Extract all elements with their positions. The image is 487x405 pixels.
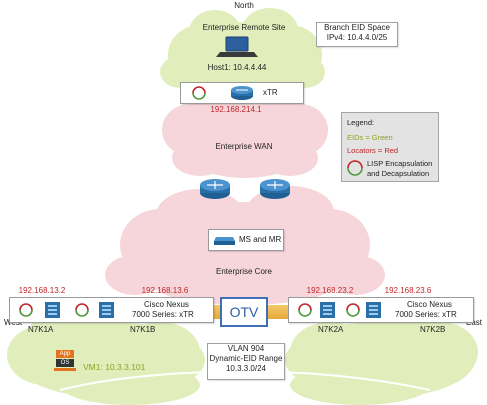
east-locator-ip-b: 192.168.23.6 [384, 286, 432, 295]
legend-lisp-line2: and Decapsulation [367, 169, 430, 178]
wan-router-right [260, 179, 290, 199]
vm-base [54, 368, 76, 371]
enterprise-wan-label: Enterprise WAN [215, 142, 273, 151]
remote-locator-ip: 192.168.214.1 [210, 105, 262, 114]
vm-os-layer: OS [56, 359, 74, 367]
vlan-callout: VLAN 904 Dynamic-EID Range 10.3.3.0/24 [207, 343, 285, 380]
ms-mr-box: MS and MR [208, 229, 284, 251]
wan-router-left [200, 179, 230, 199]
east-label: East [466, 318, 483, 327]
east-nexus-switch-b-icon [366, 302, 381, 318]
west-switch-b-label: N7K1B [130, 325, 156, 334]
east-switch-a-label: N7K2A [318, 325, 344, 334]
vlan-dynamic-eid: Dynamic-EID Range [209, 354, 283, 363]
vm-icon: App OS [54, 350, 76, 372]
laptop-icon [216, 36, 258, 57]
west-locator-ip-a: 192.168.13.2 [18, 286, 66, 295]
east-nexus-box: Cisco Nexus 7000 Series: xTR [288, 297, 474, 323]
remote-xtr-box: xTR [180, 82, 304, 104]
west-lisp-icon-b [75, 303, 89, 317]
east-nexus-switch-a-icon [320, 302, 335, 318]
legend-eids: EIDs = Green [347, 133, 393, 142]
enterprise-core-label: Enterprise Core [215, 267, 273, 276]
legend-box: Legend: EIDs = Green Locators = Red LISP… [341, 112, 439, 182]
west-dc-cloud [7, 308, 205, 405]
vm-app-layer: App [56, 350, 74, 358]
vlan-subnet: 10.3.3.0/24 [225, 364, 267, 373]
legend-title: Legend: [347, 118, 375, 127]
vm-label: VM1: 10.3.3.101 [83, 362, 146, 372]
east-switch-b-label: N7K2B [420, 325, 446, 334]
vlan-callout-leader-west [59, 371, 211, 391]
router-icon [231, 86, 253, 100]
vlan-callout-leader-east [279, 371, 431, 391]
branch-eid-callout: Branch EID Space IPv4: 10.4.4.0/25 [316, 22, 398, 47]
legend-locators: Locators = Red [347, 146, 399, 155]
east-nexus-line2: 7000 Series: xTR [395, 310, 457, 319]
legend-lisp-line1: LISP Encapsulation [367, 159, 433, 168]
west-nexus-box: Cisco Nexus 7000 Series: xTR [9, 297, 214, 323]
east-locator-ip-a: 192.168.23.2 [306, 286, 354, 295]
north-label: North [234, 1, 254, 10]
remote-xtr-label: xTR [263, 88, 278, 97]
otv-box: OTV [220, 297, 268, 327]
west-nexus-line1: Cisco Nexus [144, 300, 189, 309]
nexus-switch-a-icon [45, 302, 60, 318]
west-switch-a-label: N7K1A [28, 325, 54, 334]
ms-mr-label: MS and MR [239, 235, 282, 244]
switch-icon [214, 237, 235, 245]
legend-lisp-icon [347, 160, 363, 176]
vlan-id: VLAN 904 [227, 344, 265, 353]
branch-eid-title: Branch EID Space [324, 23, 390, 32]
host-label: Host1: 10.4.4.44 [207, 63, 267, 72]
east-lisp-icon [298, 303, 312, 317]
nexus-switch-b-icon [99, 302, 114, 318]
branch-eid-subnet: IPv4: 10.4.4.0/25 [326, 33, 388, 42]
west-nexus-line2: 7000 Series: xTR [132, 310, 194, 319]
west-lisp-icon [19, 303, 33, 317]
east-lisp-icon-b [346, 303, 360, 317]
lisp-encap-icon [192, 86, 206, 100]
west-locator-ip-b: 192.168.13.6 [141, 286, 189, 295]
remote-site-title: Enterprise Remote Site [202, 23, 286, 32]
east-nexus-line1: Cisco Nexus [407, 300, 452, 309]
